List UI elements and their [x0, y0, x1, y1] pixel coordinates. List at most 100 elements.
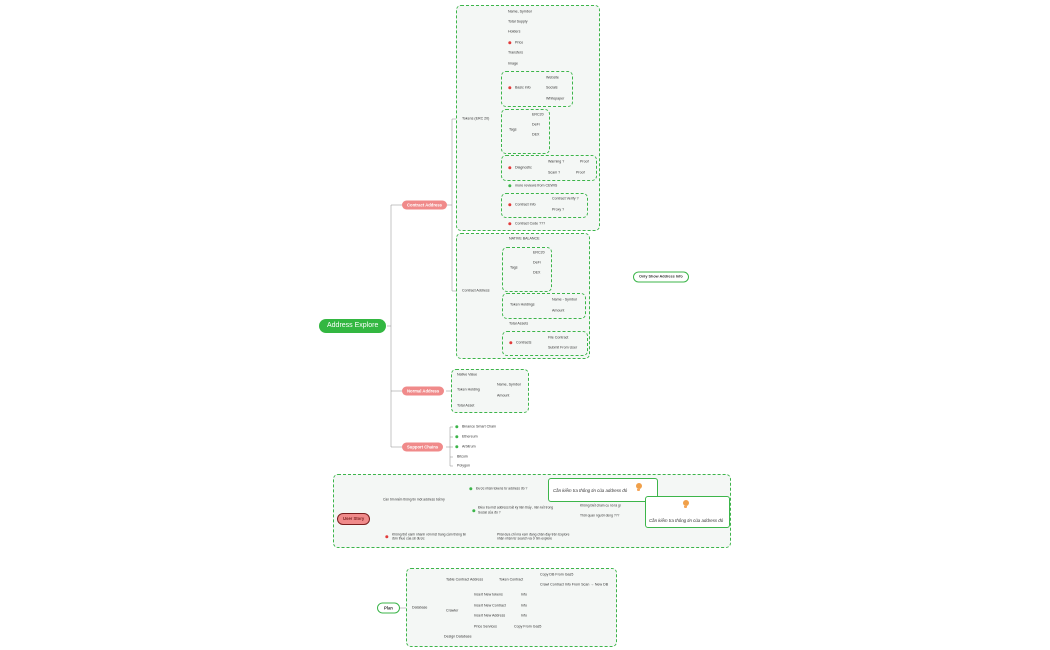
- problem-error-icon: [385, 535, 389, 539]
- price-error-icon: [508, 41, 512, 45]
- info2-item: Info: [521, 603, 527, 608]
- token-tags-box: [501, 109, 550, 154]
- chain-arb-item: Arbitrum: [462, 444, 476, 449]
- q2-line2: Social của đó ?: [478, 510, 501, 515]
- contract-tag-dex: DEX: [533, 270, 541, 275]
- chain-arb-ok-icon: [455, 445, 459, 449]
- holders-item: Holders: [508, 29, 521, 34]
- socials-item: Socials: [546, 85, 558, 90]
- root-node[interactable]: Address Explore: [319, 319, 387, 333]
- token-tag-erc20: ERC20: [532, 112, 544, 117]
- crawler-item: Crawler: [446, 608, 459, 613]
- whitepaper-item: Whitepaper: [546, 96, 565, 101]
- problem-line1: Không thể xanh nhanh với một trang cầm t…: [392, 532, 467, 537]
- submit-from-user-item: Submit From User: [548, 345, 578, 350]
- normal-address-node[interactable]: Normal Address: [402, 386, 445, 396]
- contract-tags-item: Tags: [510, 265, 518, 270]
- insert-new-address-item: Insert New Address: [474, 613, 506, 618]
- scam-proof-item: Proof: [576, 170, 585, 175]
- database-item: Database: [412, 605, 428, 610]
- token-tags-item: Tags: [509, 127, 517, 132]
- contracts-box: [502, 331, 588, 356]
- basic-info-box: [501, 71, 573, 107]
- q2-answer-b: Thời quan người dùng ???: [580, 513, 620, 518]
- user-story-node[interactable]: User Story: [337, 513, 371, 525]
- price-services-item: Price Services: [474, 624, 497, 629]
- support-chains-node[interactable]: Support Chains: [402, 442, 444, 452]
- insert-new-contract-item: Insert New Contract: [474, 603, 506, 608]
- chain-bsc-ok-icon: [455, 425, 459, 429]
- insert-new-tokens-item: Insert New tokens: [474, 592, 503, 597]
- native-value-item: Native Value: [457, 372, 478, 377]
- token-contract-item: Token Contract: [499, 577, 524, 582]
- contract-info-error-icon: [508, 203, 512, 207]
- info1-item: Info: [521, 592, 527, 597]
- info3-item: Info: [521, 613, 527, 618]
- reviews-item: more reviews from CEWIS: [515, 183, 558, 188]
- q2-ok-icon: [472, 509, 476, 513]
- problem-line2: đơn thuế của sẽ được: [392, 536, 425, 541]
- contract-info-box: [501, 193, 588, 218]
- contract-address-node[interactable]: Contract Address: [402, 200, 447, 210]
- total-assets-item: Total Assets: [509, 321, 529, 326]
- copy-from-gas5-item: Copy From Gas5: [514, 624, 542, 629]
- q2-answer-a: Không biết chain cụ nó là gì: [580, 503, 621, 508]
- chain-btc-item: Bitcoin: [457, 454, 468, 459]
- th-name-symbol-item: Name - Symbol: [552, 297, 577, 302]
- plan-node[interactable]: Plan: [377, 602, 400, 614]
- callout-text-1: Cần kiểm tra thông tin của address đó: [553, 487, 628, 493]
- scam-item: Scam ?: [548, 170, 561, 175]
- token-tag-dex: DEX: [532, 132, 540, 137]
- price-item: Price: [515, 40, 524, 45]
- na-name-symbol-item: Name, Symbol: [497, 382, 521, 387]
- callout-text-2: Cần kiểm tra thông tin của address đó: [649, 518, 724, 523]
- total-asset-item: Total Asset: [457, 403, 475, 408]
- contract-code-item: Contract Code ???: [515, 221, 546, 226]
- basic-info-item: Basic info: [515, 85, 531, 90]
- token-holdings-item: Token Holdings: [510, 302, 535, 307]
- tokens-node[interactable]: Tokens (ERC 20): [462, 116, 490, 121]
- table-contract-address-item: Table Contract Address: [446, 577, 484, 582]
- website-item: Website: [546, 75, 559, 80]
- diagnostic-box: [501, 155, 597, 181]
- chain-bsc-item: Binance Smart Chain: [462, 424, 496, 429]
- basic-info-error-icon: [508, 86, 512, 90]
- contracts-error-icon: [509, 341, 513, 345]
- th-amount-item: Amount: [552, 308, 565, 313]
- token-holdings-box: [502, 293, 586, 319]
- chain-eth-ok-icon: [455, 435, 459, 439]
- token-tag-defi: DeFi: [532, 122, 540, 127]
- chain-eth-item: Ethereum: [462, 434, 478, 439]
- plan-box: [406, 568, 617, 647]
- image-item: Image: [508, 61, 518, 66]
- name-symbol-item: Name, Symbol: [508, 9, 532, 14]
- normal-address-box: [451, 369, 529, 413]
- q1-item: Được nhận tokens từ address đó ?: [476, 486, 528, 491]
- contract-tags-box: [502, 247, 552, 292]
- design-database-item: Design Database: [444, 634, 472, 639]
- lightbulb-icon: [681, 500, 690, 510]
- reviews-ok-icon: [508, 184, 512, 188]
- contracts-item: Contracts: [516, 340, 532, 345]
- q2-line1: Điều tra một address bất kỳ liên thấy , …: [478, 505, 554, 510]
- contract-tag-erc20: ERC20: [533, 250, 545, 255]
- total-supply-item: Total Supply: [508, 19, 528, 24]
- na-amount-item: Amount: [497, 393, 510, 398]
- crawl-info-item: Crawl Contract Info From Scan → New DB: [540, 582, 609, 587]
- contract-verify-item: Contract Verify ?: [552, 196, 579, 201]
- contract-tag-defi: DeFi: [533, 260, 541, 265]
- need-item: Cần tìm kiếm thông tin một address bất k…: [383, 497, 445, 502]
- contract-node[interactable]: Contract Address: [462, 288, 490, 293]
- only-show-node[interactable]: Only Show Address Info: [633, 271, 689, 283]
- warning-item: Warning ?: [548, 159, 565, 164]
- copy-db-item: Copy DB From Gas5: [540, 572, 574, 577]
- solution-line2: nhận nhận từ search và ở tìm explore: [497, 536, 553, 541]
- token-holding-item: Token Holding: [457, 387, 480, 392]
- lightbulb-icon: [634, 483, 643, 493]
- warning-proof-item: Proof: [580, 159, 589, 164]
- diagnostic-item: Diagnostic: [515, 165, 532, 170]
- solution-line1: Phải dựa chỉ mà xem đang chân đầy trên E…: [497, 532, 570, 537]
- diagnostic-error-icon: [508, 166, 512, 170]
- transfers-item: Transfers: [508, 50, 524, 55]
- q1-ok-icon: [469, 487, 473, 491]
